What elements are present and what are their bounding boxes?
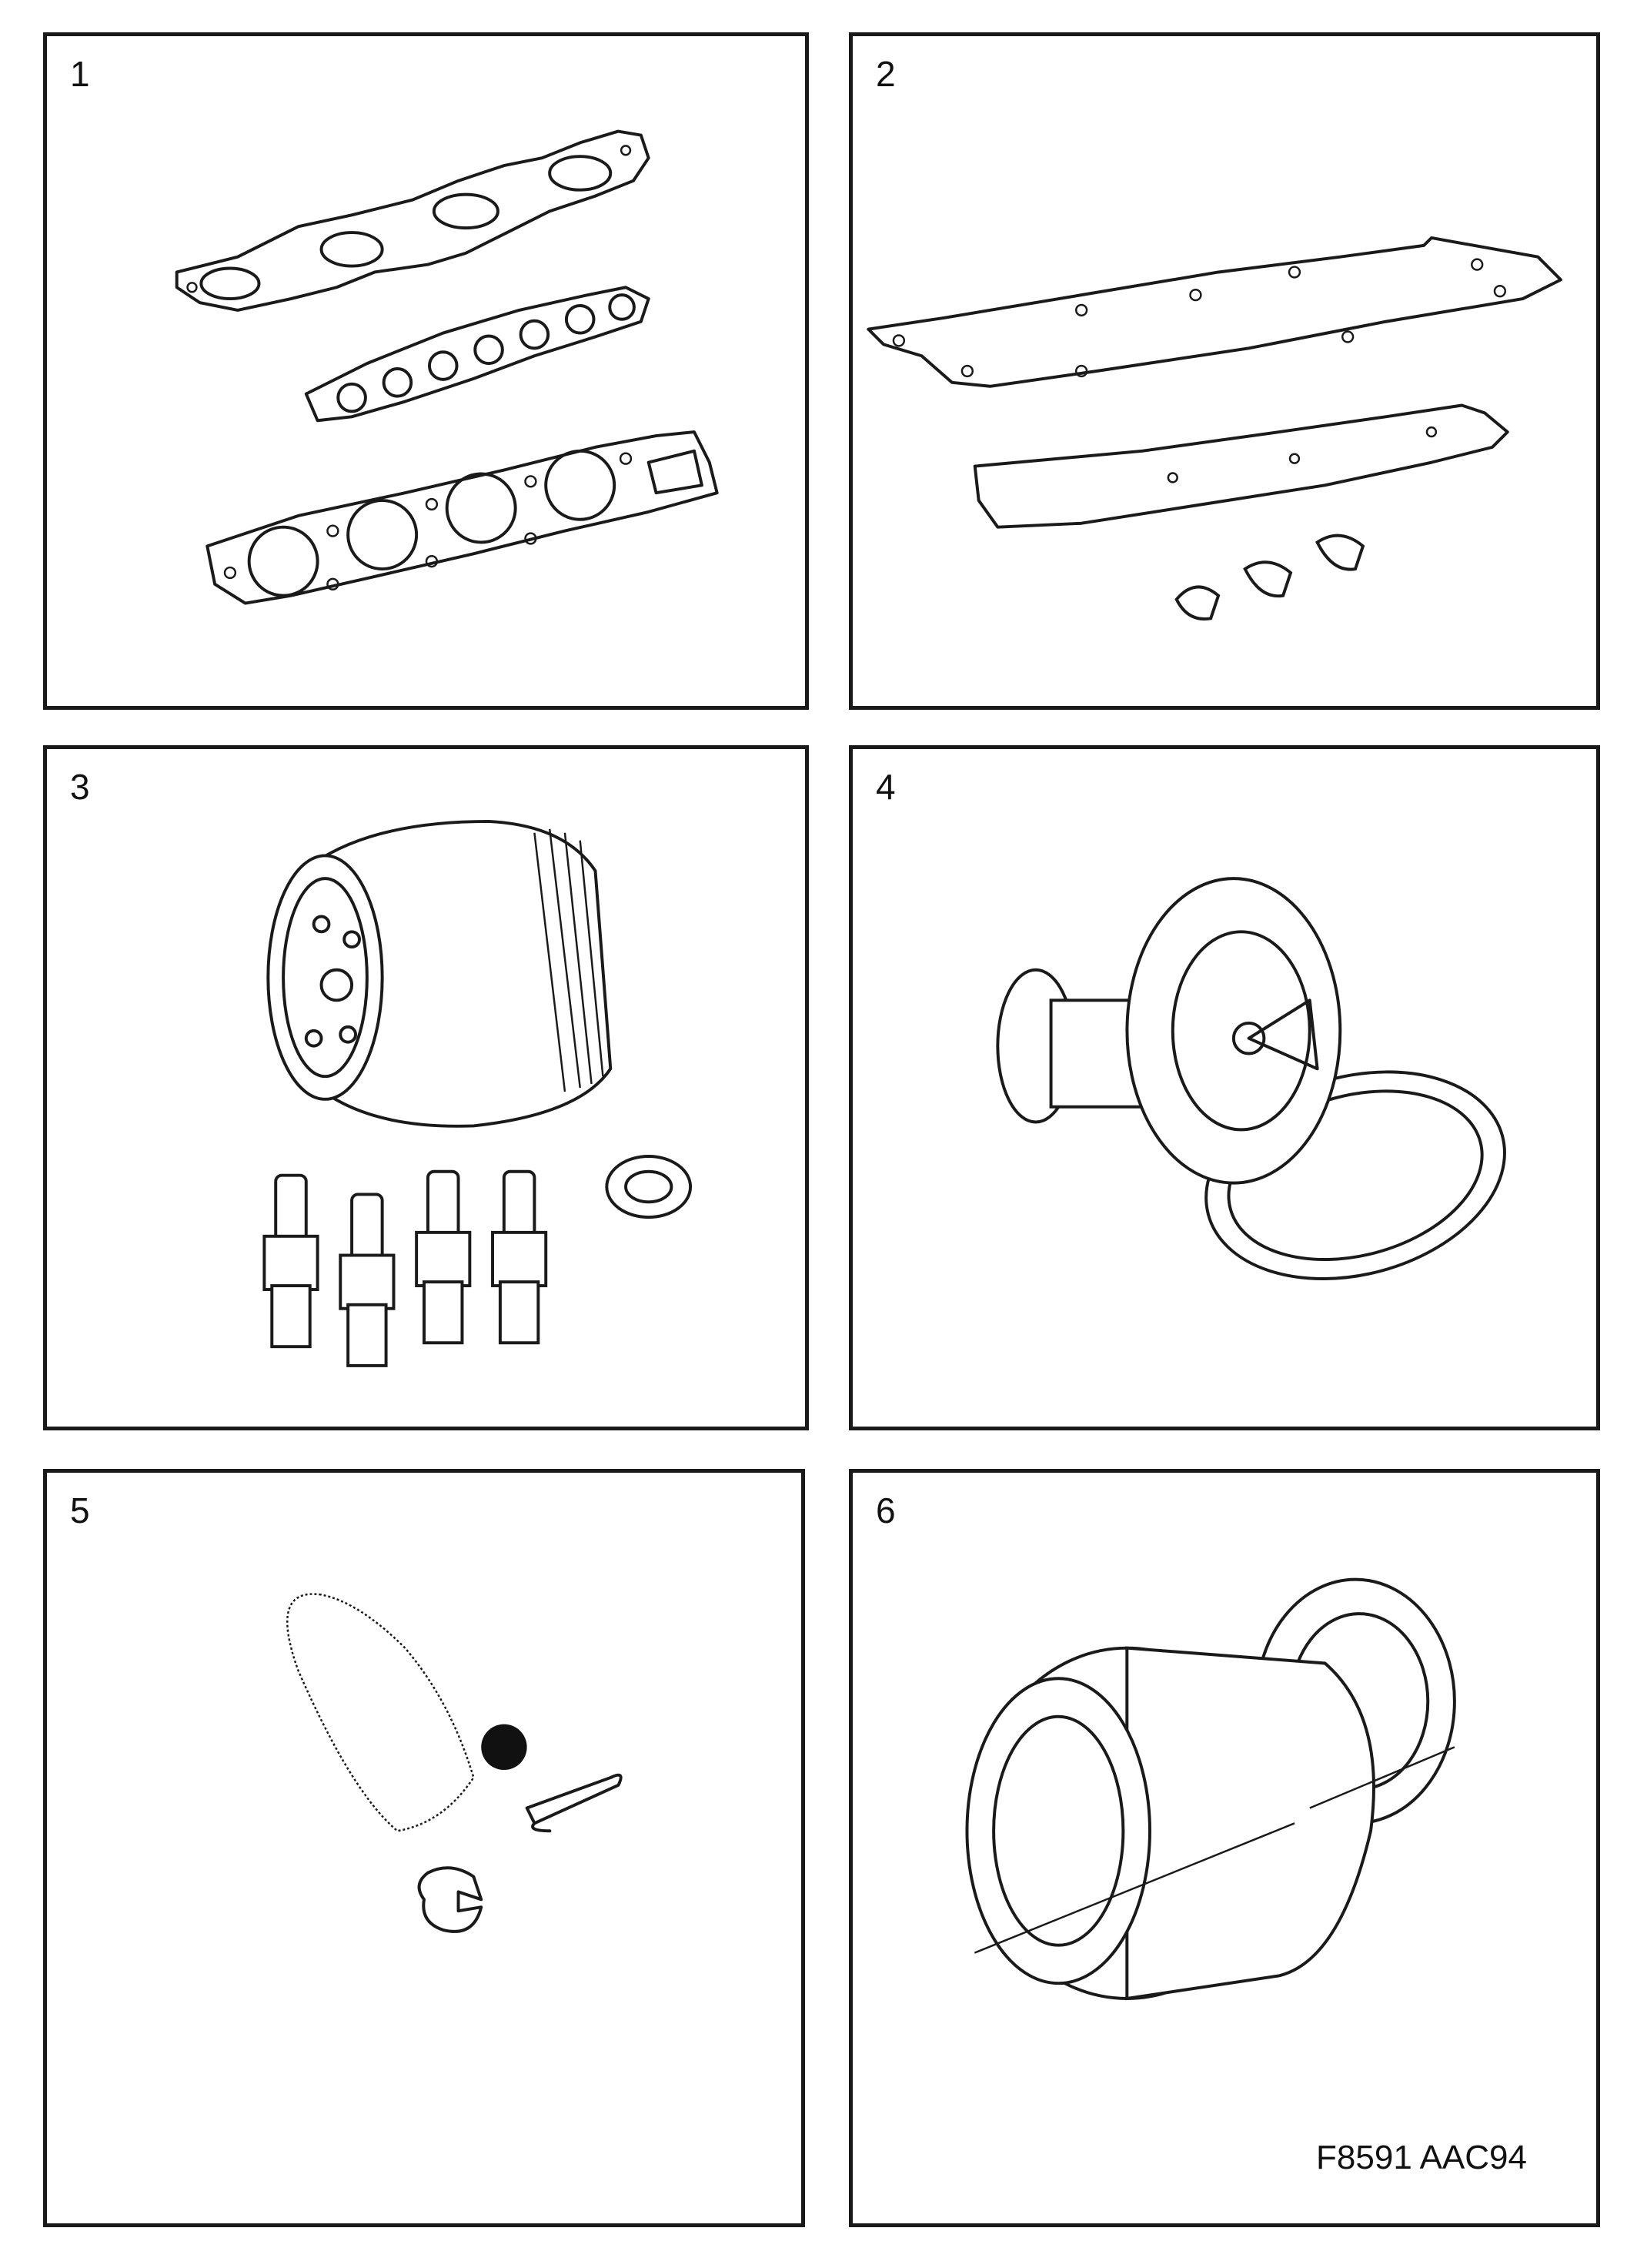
panel-number: 6	[876, 1490, 896, 1530]
panel-number: 2	[876, 54, 896, 94]
gasket-set-icon	[175, 129, 719, 605]
panel-number: 1	[70, 54, 90, 94]
oil-filter-spark-plugs-icon	[262, 819, 693, 1367]
gear-coupling-icon	[965, 1577, 1456, 2001]
panel-number: 4	[876, 767, 896, 807]
panel-4: 4	[849, 745, 1600, 1430]
panel-2: 2	[849, 32, 1600, 710]
figure-reference: F8591 AAC94	[1316, 2139, 1527, 2176]
thermostat-icon	[996, 877, 1506, 1280]
panel-3: 3	[43, 745, 809, 1430]
valve-cover-gasket-icon	[867, 236, 1562, 621]
panel-number: 3	[70, 767, 90, 807]
panel-6: 6 F8591 AAC94	[849, 1469, 1600, 2227]
panel-number: 5	[70, 1490, 90, 1530]
panel-1: 1	[43, 32, 809, 710]
panel-5: 5	[43, 1469, 805, 2227]
clips-pins-icon	[286, 1593, 623, 1933]
